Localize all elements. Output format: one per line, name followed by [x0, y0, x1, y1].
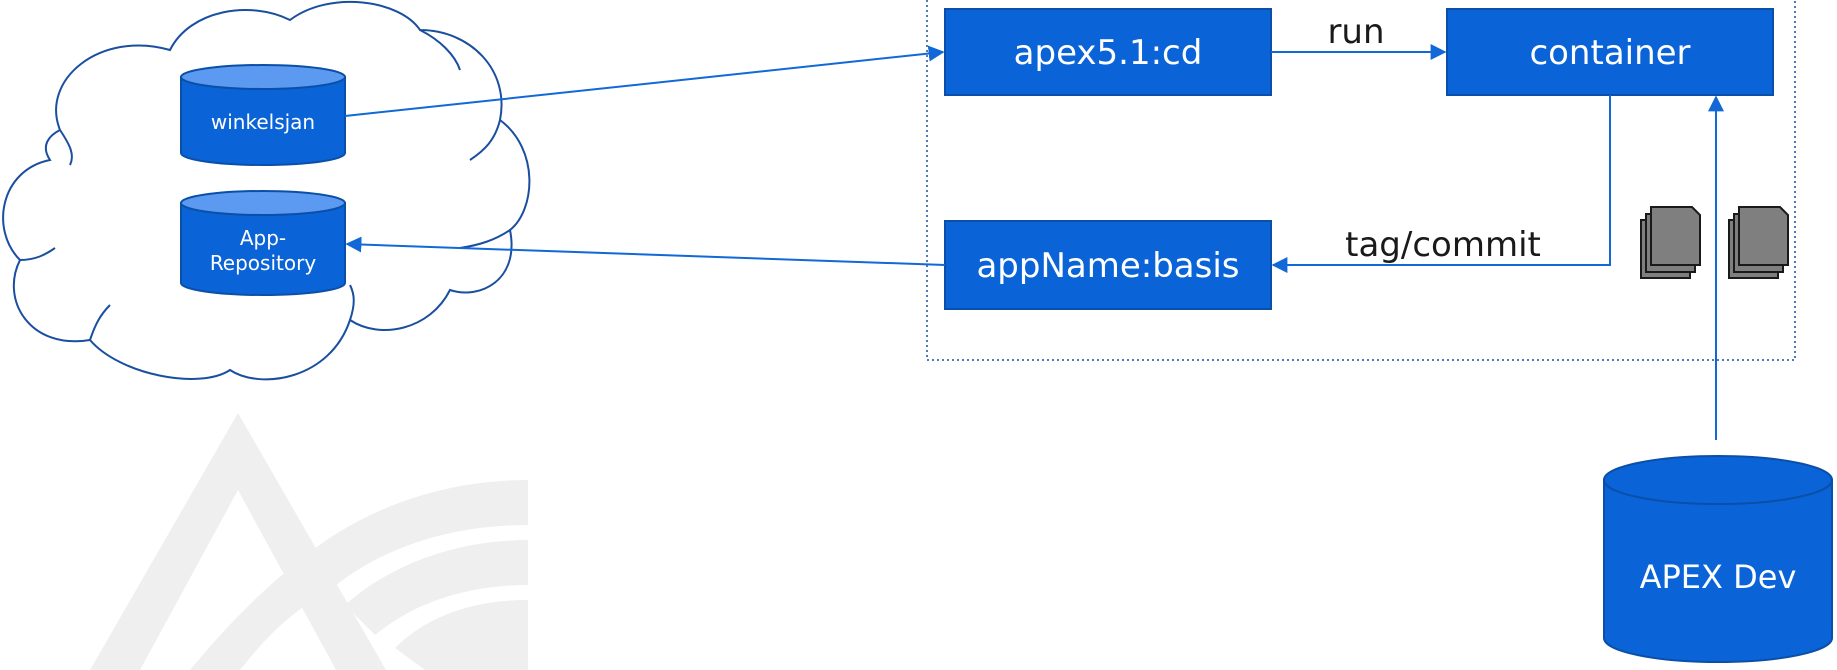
- repo-app-label-line1: App-: [240, 226, 286, 250]
- edge-tag-commit: [1271, 95, 1611, 273]
- node-apex-image-label: apex5.1:cd: [1014, 33, 1203, 73]
- node-app-image[interactable]: appName:basis: [944, 220, 1272, 310]
- node-container-label: container: [1529, 33, 1690, 73]
- edge-run-label: run: [1327, 12, 1384, 52]
- edge-winkelsjan-to-apex: [344, 45, 945, 117]
- node-app-image-label: appName:basis: [976, 246, 1239, 286]
- edge-tag-commit-label: tag/commit: [1345, 225, 1541, 265]
- node-container[interactable]: container: [1446, 8, 1774, 96]
- repo-app-label-line2: Repository: [210, 251, 317, 275]
- node-apex-image[interactable]: apex5.1:cd: [944, 8, 1272, 96]
- logo-watermark: [90, 413, 528, 670]
- repo-app[interactable]: App- Repository: [180, 190, 346, 296]
- repo-winkelsjan-label: winkelsjan: [211, 110, 315, 134]
- db-apex-dev-label: APEX Dev: [1640, 558, 1797, 596]
- repo-winkelsjan[interactable]: winkelsjan: [180, 64, 346, 166]
- host-boundary: [926, 0, 1796, 361]
- document-stack-icon: [1640, 206, 1701, 279]
- edge-app-to-repository: [345, 236, 946, 266]
- edges: [344, 44, 1724, 440]
- document-stack-icon: [1728, 206, 1789, 279]
- db-apex-dev[interactable]: APEX Dev: [1603, 455, 1833, 663]
